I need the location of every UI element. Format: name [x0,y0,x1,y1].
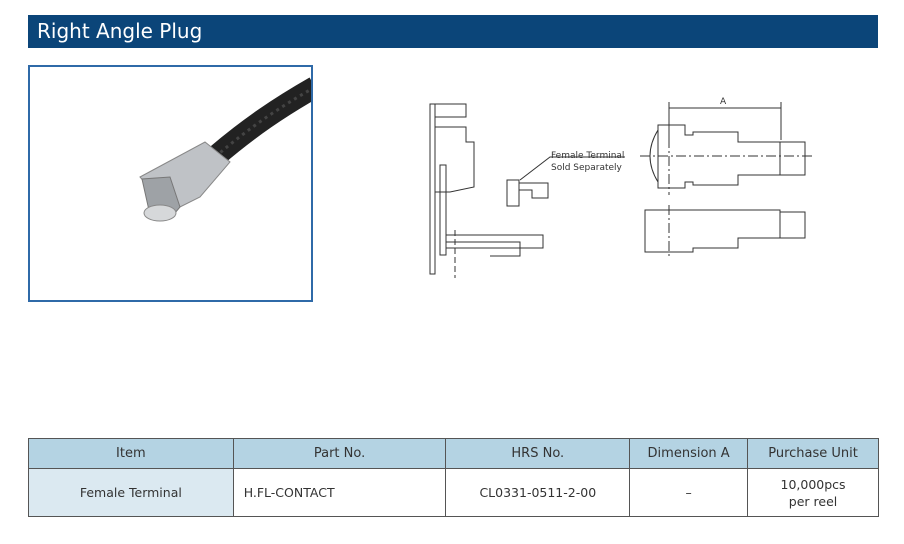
cell-dimension-a: – [629,468,749,517]
callout-text: Female Terminal [551,151,624,161]
purchase-unit-qty: 10,000pcs [780,476,846,492]
parts-table: Item Part No. HRS No. Dimension A Purcha… [28,438,879,517]
side-section-view [429,103,544,278]
column-header-purchase-unit: Purchase Unit [747,438,879,469]
dimension-label: A [720,97,727,107]
top-view: A [640,97,815,195]
cell-part-no: H.FL-CONTACT [232,468,447,517]
column-header-item: Item [28,438,234,469]
female-terminal-view: Female Terminal Sold Separately [506,151,625,207]
cell-item: Female Terminal [28,468,234,517]
column-header-part-no: Part No. [232,438,447,469]
table-row: Female Terminal H.FL-CONTACT CL0331-0511… [28,468,879,517]
column-header-dimension-a: Dimension A [629,438,749,469]
front-view [644,205,806,258]
technical-drawing: Female Terminal Sold Separately A [400,80,840,284]
table-header-row: Item Part No. HRS No. Dimension A Purcha… [28,438,879,469]
section-title: Right Angle Plug [28,15,878,48]
callout-text: Sold Separately [551,163,623,173]
purchase-unit-per: per reel [788,493,838,509]
product-photo [28,65,321,302]
column-header-hrs-no: HRS No. [445,438,631,469]
cell-hrs-no: CL0331-0511-2-00 [445,468,631,517]
